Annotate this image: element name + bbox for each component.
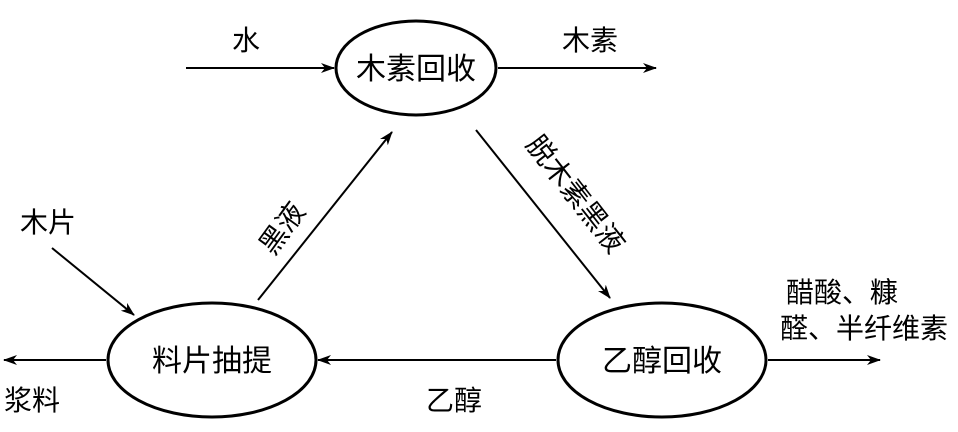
label-lignin: 木素 — [562, 24, 618, 57]
node-lignin-recovery: 木素回收 — [334, 19, 498, 117]
label-delignified-black-liquor: 脱木素黑液 — [519, 129, 631, 260]
label-byproducts-line1: 醋酸、糠 — [786, 276, 898, 309]
label-wood-chips: 木片 — [20, 206, 76, 239]
node-lignin-recovery-label: 木素回收 — [356, 52, 476, 87]
label-byproducts-line2: 醛、半纤维素 — [780, 312, 948, 345]
node-ethanol-recovery-label: 乙醇回收 — [602, 344, 722, 379]
node-lignin-recovery-shape — [334, 19, 498, 117]
arrow-chips-in — [51, 247, 135, 316]
label-black-liquor: 黑液 — [253, 196, 313, 261]
node-ethanol-recovery: 乙醇回收 — [556, 301, 768, 419]
label-water: 水 — [232, 24, 260, 57]
label-ethanol: 乙醇 — [426, 384, 482, 417]
node-chip-extraction-shape — [106, 301, 318, 419]
arrow-black-liquor — [257, 131, 393, 301]
label-pulp: 浆料 — [4, 384, 60, 417]
node-ethanol-recovery-shape — [556, 301, 768, 419]
arrow-delignified-black-liquor — [475, 129, 611, 299]
node-chip-extraction-label: 料片抽提 — [152, 344, 272, 379]
node-chip-extraction: 料片抽提 — [106, 301, 318, 419]
